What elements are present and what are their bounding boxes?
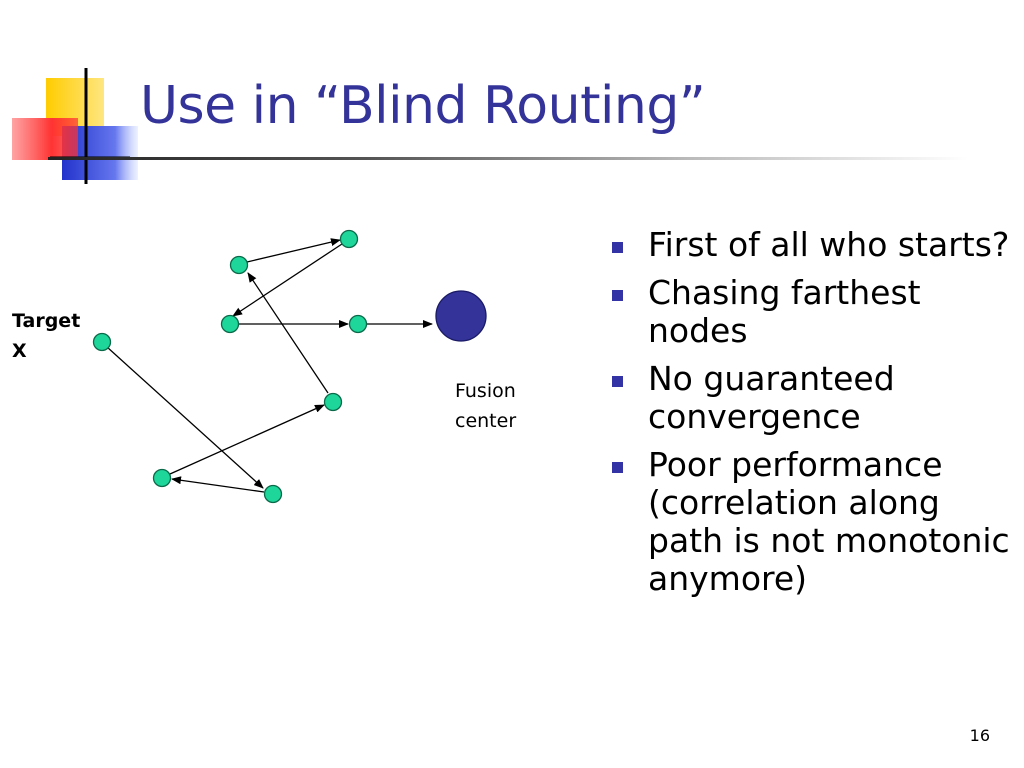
bullet-list: First of all who starts? Chasing farthes… [612,226,1022,608]
bullet-item: Poor performance (correlation along path… [612,446,1022,598]
sensor-node-3 [323,392,343,412]
bullet-item: Chasing farthest nodes [612,274,1022,350]
logo-red-square [12,118,78,160]
square-bullet-icon [612,242,623,253]
bullet-item: First of all who starts? [612,226,1022,264]
fusion-center-node [435,290,487,342]
bullet-text: Poor performance (correlation along path… [648,445,1010,598]
bullet-text: No guaranteed convergence [648,359,895,436]
arrow-node-3-to-node-4 [247,272,329,394]
arrow-node-1-to-node-2 [171,476,265,493]
target-node [92,332,112,352]
bullet-text: First of all who starts? [648,225,1010,264]
square-bullet-icon [612,376,623,387]
routing-diagram: Target X Fusion center [12,229,516,504]
sensor-node-7 [348,314,368,334]
fusion-center-label-line2: center [455,410,516,432]
square-bullet-icon [612,290,623,301]
sensor-node-6 [220,314,240,334]
arrow-node-4-to-node-5 [246,238,341,263]
bullet-item: No guaranteed convergence [612,360,1022,436]
fusion-center-label-line1: Fusion [455,380,516,402]
arrow-target-to-node-1 [106,346,264,489]
slide-title: Use in “Blind Routing” [140,76,706,136]
sensor-node-1 [263,484,283,504]
decorative-logo [12,68,138,184]
page-number: 16 [969,726,990,745]
bullet-text: Chasing farthest nodes [648,273,921,350]
title-underline [48,157,968,160]
sensor-node-2 [152,468,172,488]
arrow-node-2-to-node-3 [169,404,325,475]
target-label-line1: Target [12,310,80,332]
arrow-node-5-to-node-6 [232,243,343,317]
sensor-node-5 [339,229,359,249]
target-label-line2: X [12,340,27,362]
sensor-node-4 [229,255,249,275]
square-bullet-icon [612,462,623,473]
